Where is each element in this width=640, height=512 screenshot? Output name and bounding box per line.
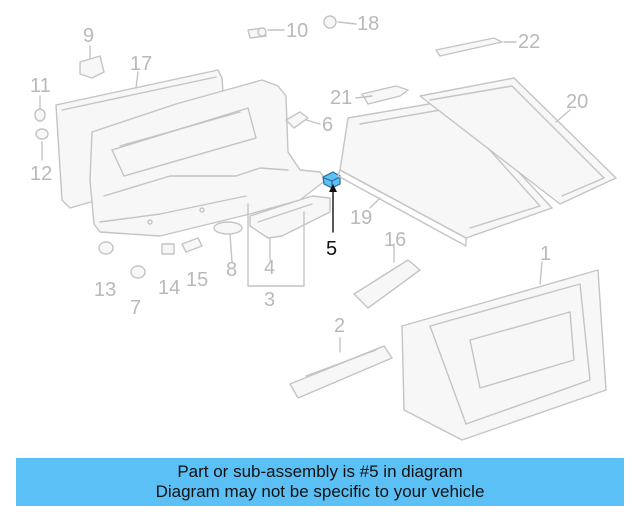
bracket-3	[247, 203, 305, 287]
part-21-bracket	[361, 85, 409, 105]
callout-3: 3	[264, 289, 275, 311]
part-22-rail	[435, 37, 503, 57]
callout-labels: 9 10 18 22 17 11 21 20 6 12 19 5 16 1 4 …	[30, 13, 588, 337]
callout-1: 1	[540, 243, 551, 265]
part-5-clip-highlighted	[322, 171, 341, 189]
callout-19: 19	[350, 207, 372, 229]
callout-15: 15	[186, 269, 208, 291]
callout-10: 10	[286, 20, 308, 42]
callout-20: 20	[566, 91, 588, 113]
callout-11: 11	[30, 75, 51, 97]
part-14-clip	[161, 243, 175, 255]
leader-5-arrowhead	[329, 184, 337, 192]
info-banner: Part or sub-assembly is #5 in diagram Di…	[16, 458, 624, 506]
callout-7: 7	[130, 297, 141, 319]
part-1-side-trim-assembly	[401, 269, 607, 441]
part-20-cargo-cover	[419, 77, 617, 205]
banner-line-2: Diagram may not be specific to your vehi…	[155, 482, 485, 501]
leader-lines	[39, 21, 571, 353]
part-12-fastener	[35, 128, 49, 140]
part-19-cargo-floor	[337, 99, 553, 247]
callout-2: 2	[334, 315, 345, 337]
banner-line-1: Part or sub-assembly is #5 in diagram	[177, 462, 463, 481]
callout-21: 21	[330, 87, 352, 109]
callout-18: 18	[357, 13, 379, 35]
part-6-clip	[285, 111, 309, 129]
part-8-cap	[213, 221, 243, 235]
part-10-screw	[247, 27, 267, 39]
callout-9: 9	[83, 25, 94, 47]
callout-6: 6	[322, 114, 333, 136]
part-18-clip	[323, 15, 337, 29]
part-16-lens	[353, 259, 421, 309]
callout-14: 14	[158, 277, 180, 299]
callout-8: 8	[226, 259, 237, 281]
callout-17: 17	[130, 53, 152, 75]
part-2-bracket	[289, 345, 393, 399]
part-main-side-trim	[89, 79, 327, 237]
part-4-step-plate	[249, 195, 331, 239]
callout-13: 13	[94, 279, 116, 301]
part-9-clip	[79, 55, 105, 79]
part-15-clip	[181, 237, 203, 253]
callout-5: 5	[326, 238, 337, 260]
part-13-plug	[98, 241, 114, 255]
part-7-plug	[130, 265, 146, 279]
callout-4: 4	[264, 257, 275, 279]
part-11-fastener	[34, 108, 46, 122]
callout-22: 22	[518, 31, 540, 53]
callout-16: 16	[384, 229, 406, 251]
callout-12: 12	[30, 163, 52, 185]
